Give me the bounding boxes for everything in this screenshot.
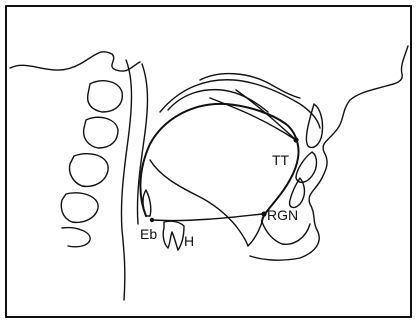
lower-lip-outline (290, 178, 305, 207)
rgn-pellet-marker (261, 211, 266, 216)
tongue-root-curve (150, 160, 248, 246)
label-epiglottis-base: Eb (140, 227, 157, 241)
vertebra-c2 (84, 117, 118, 148)
vertebra-c4 (61, 193, 98, 223)
tt-pellet-marker (293, 137, 298, 142)
label-tongue-tip: TT (272, 153, 289, 167)
palate-arch (160, 80, 320, 128)
eb-to-rgn-line (152, 214, 262, 221)
nasal-cavity-outline (200, 74, 300, 98)
frame-border (6, 6, 411, 317)
vertebra-c3 (70, 154, 109, 187)
hyoid-bone (163, 221, 184, 250)
tongue-underside (248, 222, 262, 246)
vertebra-c1 (88, 81, 123, 112)
label-rgn: RGN (267, 208, 298, 222)
skull-base-outline (10, 52, 140, 71)
eb-pellet-marker (150, 218, 154, 222)
epiglottis (143, 190, 151, 216)
label-hyoid: H (184, 234, 194, 248)
mandible-border (262, 222, 310, 244)
vertebra-c5 (62, 228, 90, 247)
